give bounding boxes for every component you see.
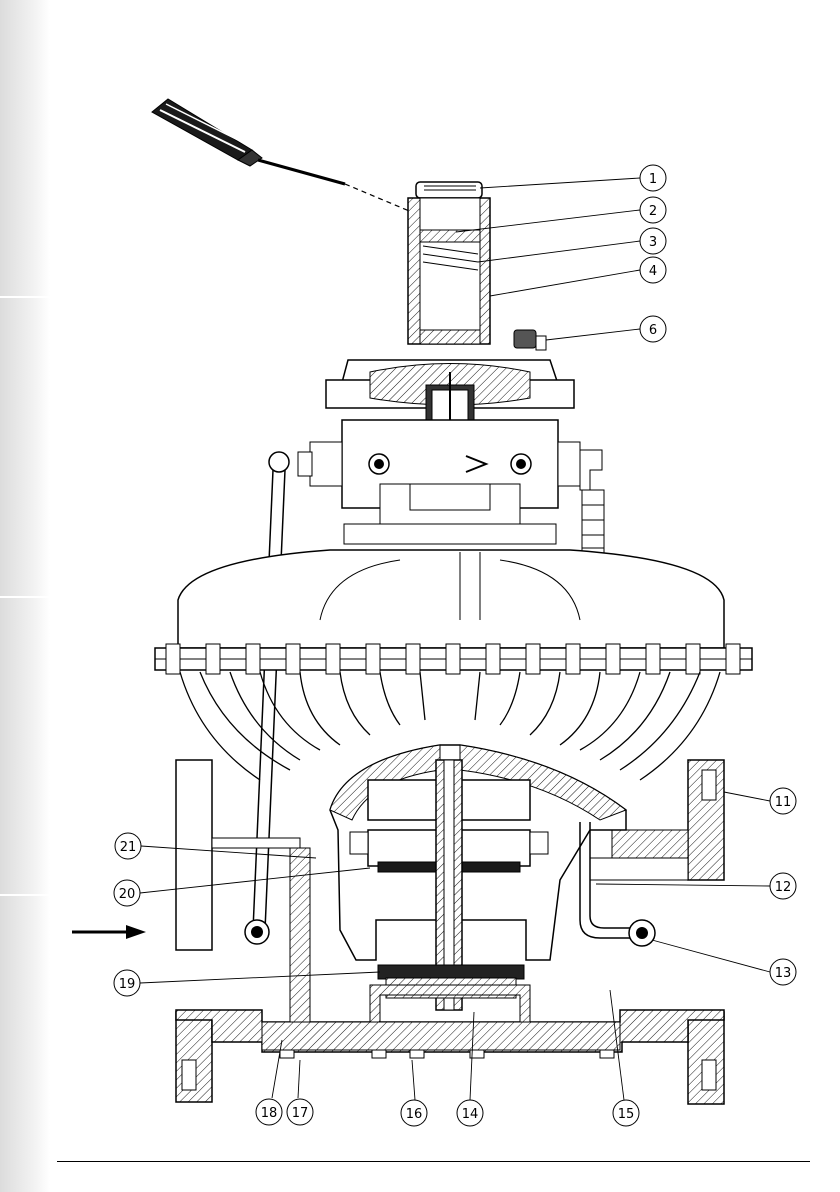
flow-arrow-icon bbox=[72, 925, 146, 939]
svg-text:21: 21 bbox=[120, 840, 137, 855]
callout-4: 4 bbox=[640, 257, 666, 283]
callout-11: 11 bbox=[770, 788, 796, 814]
callout-13: 13 bbox=[770, 959, 796, 985]
svg-text:2: 2 bbox=[649, 204, 657, 219]
callout-14: 14 bbox=[457, 1100, 483, 1126]
svg-text:17: 17 bbox=[292, 1106, 309, 1121]
svg-text:11: 11 bbox=[775, 795, 792, 810]
svg-text:12: 12 bbox=[775, 880, 792, 895]
callout-12: 12 bbox=[770, 873, 796, 899]
svg-text:19: 19 bbox=[119, 977, 136, 992]
footer-rule bbox=[57, 1161, 810, 1162]
pilot-body bbox=[298, 360, 604, 560]
impulse-tube bbox=[253, 452, 289, 930]
callout-18: 18 bbox=[256, 1099, 282, 1125]
callout-2: 2 bbox=[640, 197, 666, 223]
callout-1: 1 bbox=[640, 165, 666, 191]
svg-text:13: 13 bbox=[775, 966, 792, 981]
screwdriver-icon bbox=[152, 99, 445, 240]
svg-text:15: 15 bbox=[618, 1107, 635, 1122]
callout-20: 20 bbox=[114, 880, 140, 906]
svg-text:20: 20 bbox=[119, 887, 136, 902]
svg-text:14: 14 bbox=[462, 1107, 479, 1122]
callout-6: 6 bbox=[640, 316, 666, 342]
callout-19: 19 bbox=[114, 970, 140, 996]
svg-text:3: 3 bbox=[649, 235, 657, 250]
svg-text:6: 6 bbox=[649, 323, 657, 338]
svg-text:18: 18 bbox=[261, 1106, 278, 1121]
callout-3: 3 bbox=[640, 228, 666, 254]
svg-text:4: 4 bbox=[649, 264, 657, 279]
callout-21: 21 bbox=[115, 833, 141, 859]
svg-text:1: 1 bbox=[649, 172, 657, 187]
pilot-tower bbox=[408, 182, 546, 350]
callout-16: 16 bbox=[401, 1100, 427, 1126]
callout-15: 15 bbox=[613, 1100, 639, 1126]
callout-17: 17 bbox=[287, 1099, 313, 1125]
svg-text:16: 16 bbox=[406, 1107, 423, 1122]
